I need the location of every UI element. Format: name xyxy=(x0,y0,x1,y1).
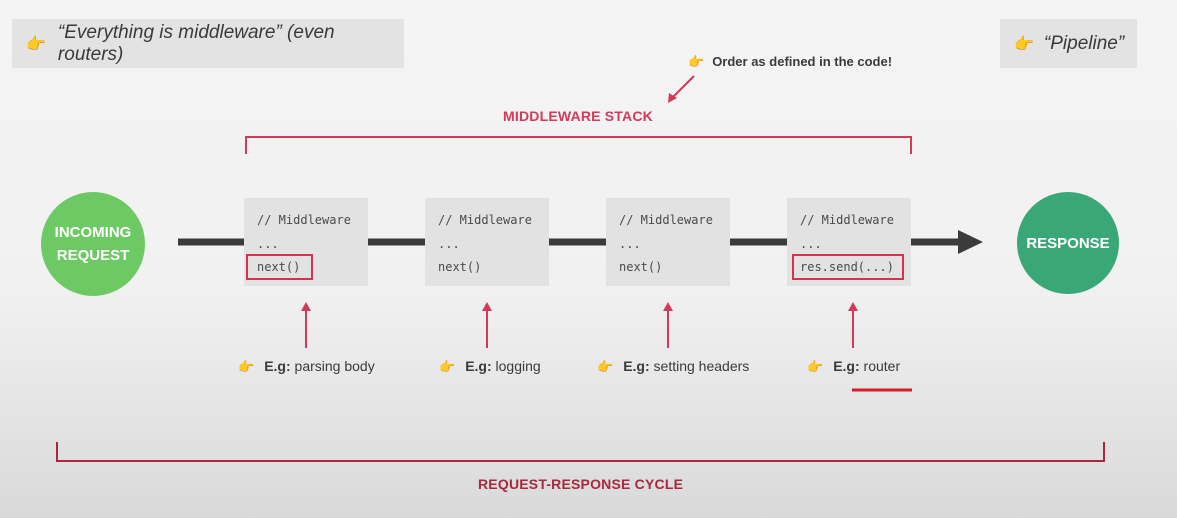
incoming-request-circle: INCOMING REQUEST xyxy=(41,192,145,296)
example-text: parsing body xyxy=(294,358,375,374)
example-prefix: E.g: xyxy=(465,358,492,374)
hand-pointing-right-icon: 👉 xyxy=(597,359,614,374)
middleware-comment: // Middleware xyxy=(800,213,894,227)
example-prefix: E.g: xyxy=(264,358,291,374)
next-call: next() xyxy=(619,260,663,274)
example-parsing-body: 👉 E.g: parsing body xyxy=(238,358,375,375)
hand-pointing-right-icon: 👉 xyxy=(1014,35,1034,53)
order-arrow-head xyxy=(668,93,677,103)
middleware-box-1: // Middleware ... next() xyxy=(244,198,368,286)
next-call: next() xyxy=(257,260,301,274)
incoming-line2: REQUEST xyxy=(56,247,130,264)
up-arrow-2 xyxy=(482,302,492,348)
example-prefix: E.g: xyxy=(623,358,650,374)
example-setting-headers: 👉 E.g: setting headers xyxy=(597,358,749,375)
middleware-note-box: 👉 “Everything is middleware” (even route… xyxy=(12,19,404,68)
middleware-box-3: // Middleware ... next() xyxy=(606,198,730,286)
hand-pointing-right-icon: 👉 xyxy=(807,359,824,374)
res-send-call: res.send(...) xyxy=(800,260,894,274)
stack-bracket xyxy=(245,136,912,154)
example-text: router xyxy=(863,358,901,374)
middleware-box-2: // Middleware ... next() xyxy=(425,198,549,286)
example-logging: 👉 E.g: logging xyxy=(439,358,541,375)
middleware-dots: ... xyxy=(257,237,279,251)
middleware-box-4: // Middleware ... res.send(...) xyxy=(787,198,911,286)
middleware-stack-label: MIDDLEWARE STACK xyxy=(503,108,653,124)
order-arrow-line xyxy=(671,75,695,99)
cycle-bracket xyxy=(56,442,1105,462)
example-router: 👉 E.g: router xyxy=(807,358,900,375)
example-text: logging xyxy=(495,358,541,374)
middleware-dots: ... xyxy=(800,237,822,251)
hand-pointing-right-icon: 👉 xyxy=(439,359,456,374)
pipeline-arrow-head xyxy=(958,230,983,254)
response-label: RESPONSE xyxy=(1026,234,1110,252)
hand-pointing-right-icon: 👉 xyxy=(688,54,705,69)
next-call: next() xyxy=(438,260,482,274)
middleware-dots: ... xyxy=(438,237,460,251)
res-send-highlight xyxy=(792,254,904,280)
middleware-dots: ... xyxy=(619,237,641,251)
up-arrow-1 xyxy=(301,302,311,348)
example-prefix: E.g: xyxy=(833,358,860,374)
next-call-highlight xyxy=(246,254,313,280)
response-circle: RESPONSE xyxy=(1017,192,1119,294)
up-arrow-4 xyxy=(848,302,858,348)
pipeline-note-box: 👉 “Pipeline” xyxy=(1000,19,1137,68)
order-note-text: Order as defined in the code! xyxy=(712,54,893,69)
middleware-comment: // Middleware xyxy=(257,213,351,227)
order-note: 👉 Order as defined in the code! xyxy=(688,54,892,70)
up-arrow-3 xyxy=(663,302,673,348)
example-text: setting headers xyxy=(653,358,750,374)
middleware-comment: // Middleware xyxy=(619,213,713,227)
hand-pointing-right-icon: 👉 xyxy=(26,35,46,53)
pipeline-note-text: “Pipeline” xyxy=(1043,32,1125,54)
middleware-comment: // Middleware xyxy=(438,213,532,227)
middleware-note-text: “Everything is middleware” (even routers… xyxy=(57,21,335,65)
hand-pointing-right-icon: 👉 xyxy=(238,359,255,374)
cycle-label: REQUEST-RESPONSE CYCLE xyxy=(478,476,684,492)
incoming-line1: INCOMING xyxy=(54,224,132,241)
